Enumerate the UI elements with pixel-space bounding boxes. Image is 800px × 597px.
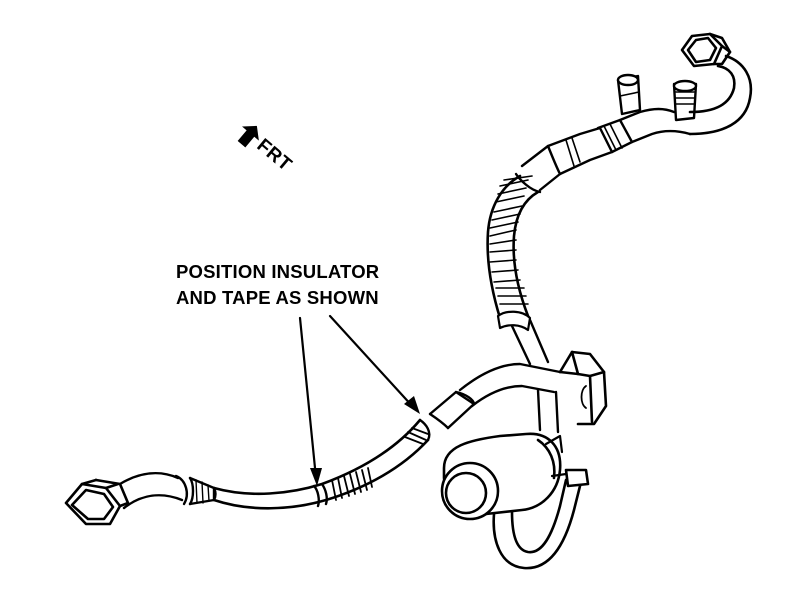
upper-hose: [486, 32, 753, 332]
front-direction-indicator: FRT: [213, 115, 305, 206]
callout-leader-lines: [298, 314, 416, 480]
upper-crimp-band: [596, 118, 634, 154]
front-arrow-icon: [237, 125, 259, 148]
callout-line-2: AND TAPE AS SHOWN: [176, 287, 379, 308]
lower-insulator-wrap-2: [404, 418, 431, 445]
upper-insulator-wrap: [489, 175, 533, 283]
insulator-callout: POSITION INSULATOR AND TAPE AS SHOWN: [176, 259, 379, 311]
lower-hose: [64, 362, 562, 526]
right-hex-fitting: [680, 32, 732, 68]
callout-arrowheads: [310, 396, 420, 486]
callout-line-1: POSITION INSULATOR: [176, 261, 380, 282]
vertical-tube: [510, 318, 560, 434]
u-bend-tube: [492, 468, 590, 570]
muffler-canister: [440, 432, 568, 521]
center-ferrule: [428, 390, 476, 430]
service-port-left: [616, 73, 642, 116]
service-port-right: [672, 79, 698, 122]
lower-insulator-wrap-1: [312, 467, 373, 508]
manifold-block: [558, 350, 608, 426]
left-hex-fitting: [64, 478, 130, 526]
upper-ferrule: [514, 126, 614, 194]
